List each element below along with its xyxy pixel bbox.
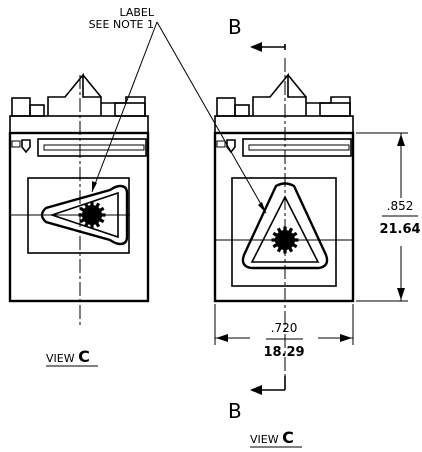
section-letter-bottom: B: [228, 399, 242, 423]
left-slot: [37, 138, 147, 157]
svg-text:VIEW C: VIEW C: [46, 347, 90, 366]
right-slot: [242, 138, 352, 157]
leader-arrow-left: [92, 181, 97, 192]
right-connector-latch: [214, 74, 354, 134]
right-warning-triangle-outer: [241, 182, 329, 270]
svg-text:VIEW C: VIEW C: [250, 428, 294, 447]
width-dimension-inch: .720: [271, 321, 298, 335]
left-warning-triangle-outer: [40, 184, 129, 246]
width-dimension: .720 18.29: [214, 304, 354, 360]
section-arrow-bottom: [250, 385, 262, 395]
section-letter-top: B: [228, 15, 242, 39]
right-label-panel: [231, 177, 337, 287]
left-body-outline: [8, 131, 150, 303]
left-view-caption: VIEW C: [46, 347, 98, 367]
height-dimension-inch: .852: [387, 199, 414, 213]
section-marker-top: B: [228, 15, 286, 52]
leader-line-left: [91, 21, 158, 193]
note-label: LABEL SEE NOTE 1: [89, 6, 155, 31]
height-dimension: .852 21.64: [356, 132, 421, 302]
right-view-caption: VIEW C: [250, 428, 302, 448]
height-dimension-mm: 21.64: [379, 222, 420, 237]
note-label-line2: SEE NOTE 1: [89, 18, 154, 31]
left-view: VIEW C: [8, 74, 150, 367]
section-marker-bottom: B: [228, 376, 286, 423]
right-body-outline: [213, 131, 355, 303]
right-view: [213, 58, 355, 380]
section-arrow-top: [250, 42, 262, 52]
leader-line-right: [156, 21, 267, 214]
note-label-line1: LABEL: [119, 6, 154, 19]
width-dimension-mm: 18.29: [263, 345, 304, 360]
left-connector-latch: [9, 74, 149, 134]
